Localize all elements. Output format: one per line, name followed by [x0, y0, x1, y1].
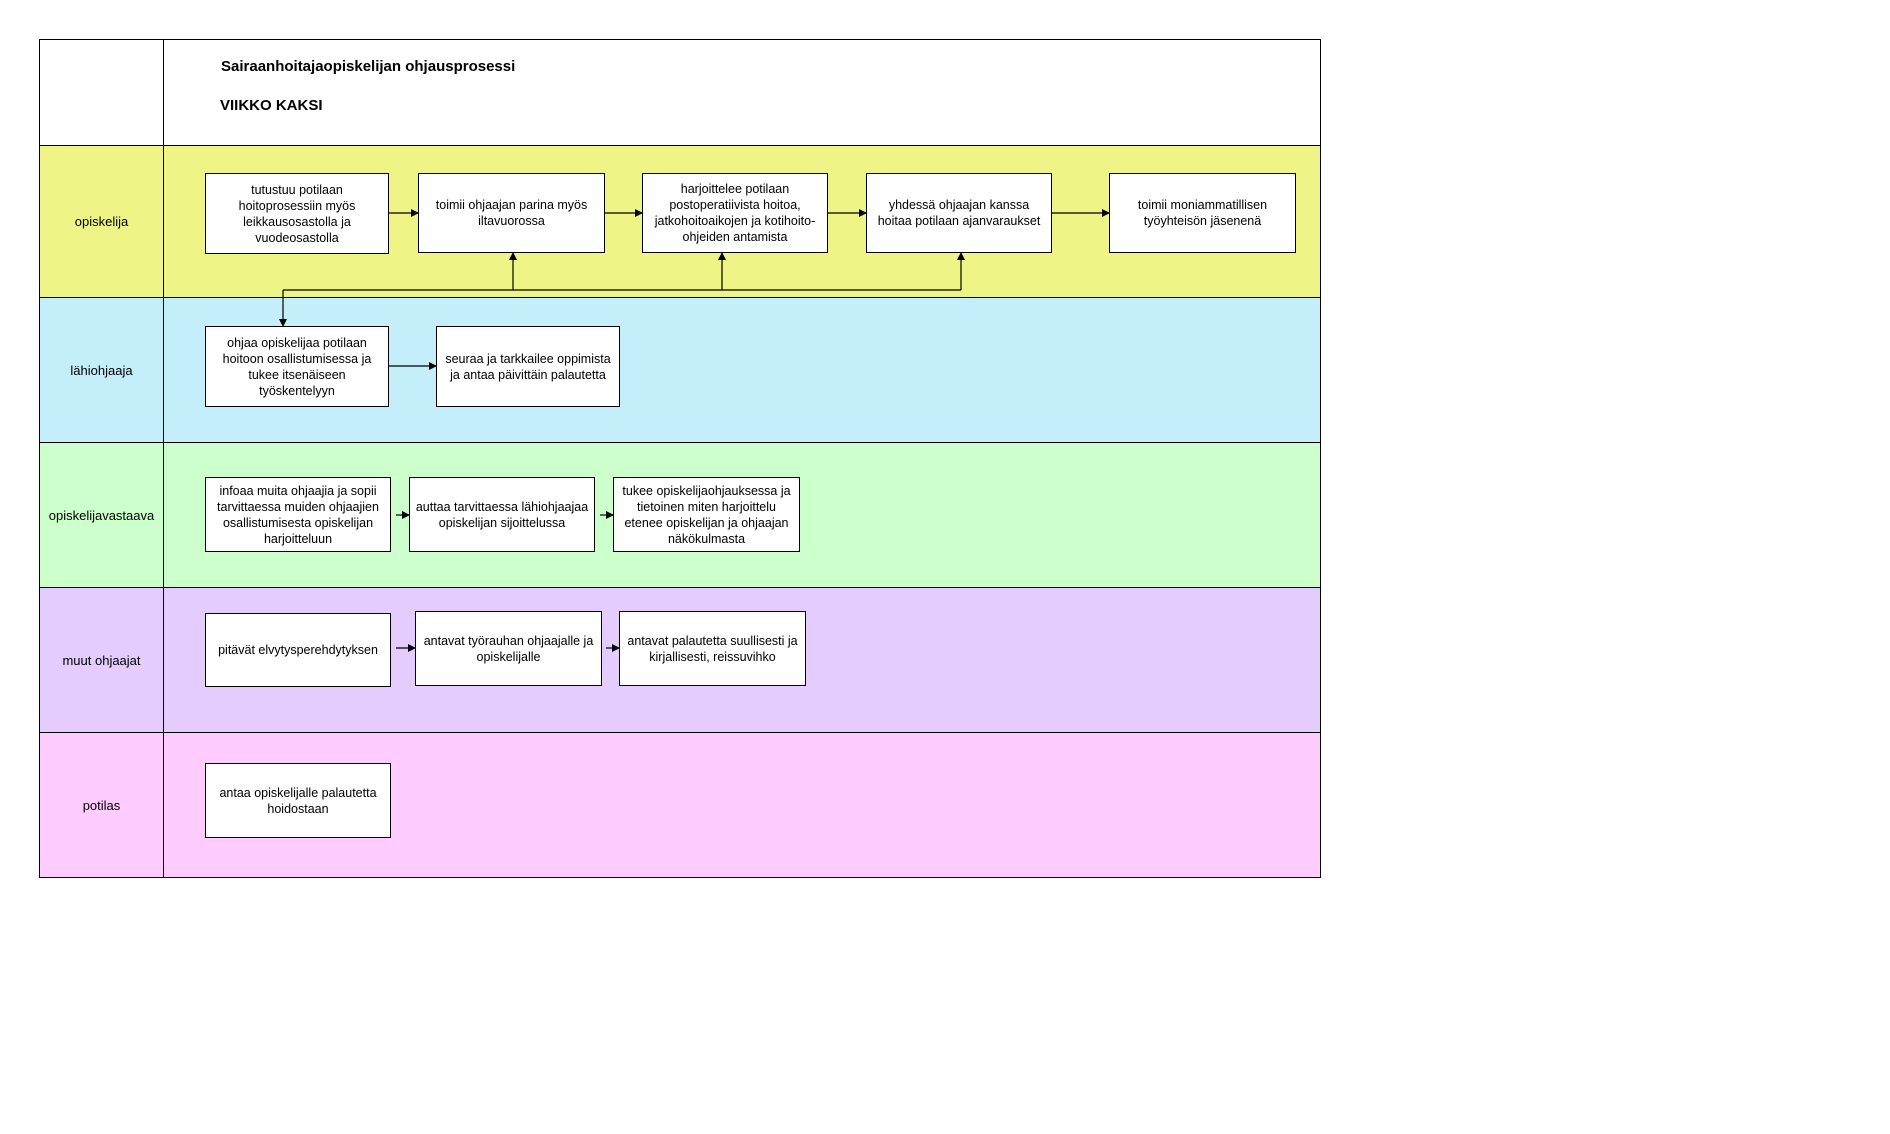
process-box: antaa opiskelijalle palautetta hoidostaa… [205, 763, 391, 838]
lane-label-lahiohjaaja: lähiohjaaja [70, 362, 133, 378]
diagram-title: Sairaanhoitajaopiskelijan ohjausprosessi [221, 58, 516, 75]
process-box: tukee opiskelijaohjauksessa ja tietoinen… [613, 477, 800, 552]
process-box: seuraa ja tarkkailee oppimista ja antaa … [436, 326, 620, 407]
process-box: ohjaa opiskelijaa potilaan hoitoon osall… [205, 326, 389, 407]
diagram-subtitle: VIIKKO KAKSI [220, 97, 323, 114]
process-box: tutustuu potilaan hoitoprosessiin myös l… [205, 173, 389, 254]
lane-label-opiskelija: opiskelija [74, 214, 129, 229]
lane-label-muut-ohjaajat: muut ohjaajat [62, 652, 141, 668]
label-column-divider [163, 39, 164, 878]
process-box: harjoittelee potilaan postoperatiivista … [642, 173, 828, 253]
process-box: infoaa muita ohjaajia ja sopii tarvittae… [205, 477, 391, 552]
lane-label-potilas: potilas [82, 797, 121, 813]
process-box: toimii moniammatillisen työyhteisön jäse… [1109, 173, 1296, 253]
process-box: antavat palautetta suullisesti ja kirjal… [619, 611, 806, 686]
process-box: pitävät elvytysperehdytyksen [205, 613, 391, 687]
lane-label-opiskelijavastaava: opiskelijavastaava [48, 507, 155, 523]
process-box: toimii ohjaajan parina myös iltavuorossa [418, 173, 605, 253]
diagram-frame [39, 39, 1321, 878]
process-box: auttaa tarvittaessa lähiohjaajaa opiskel… [409, 477, 595, 552]
process-box: antavat työrauhan ohjaajalle ja opiskeli… [415, 611, 602, 686]
process-box: yhdessä ohjaajan kanssa hoitaa potilaan … [866, 173, 1052, 253]
